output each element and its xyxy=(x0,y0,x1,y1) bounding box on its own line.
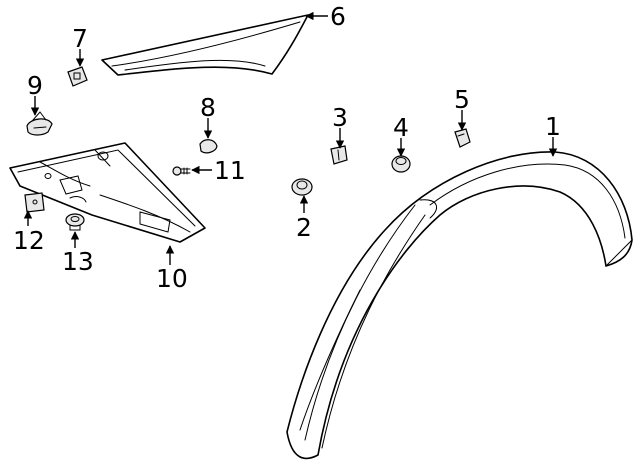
part-clip-3 xyxy=(330,145,348,165)
part-screw-11 xyxy=(172,166,191,176)
part-nut-4 xyxy=(391,155,411,173)
part-push-clip-9 xyxy=(26,111,53,136)
callout-11: 11 xyxy=(214,156,246,185)
part-moulding-strip xyxy=(101,14,309,76)
callout-7: 7 xyxy=(72,24,88,53)
part-wheel-arch-flare xyxy=(286,151,633,460)
callout-5: 5 xyxy=(454,85,470,114)
part-bumper-8 xyxy=(199,139,218,154)
part-nut-12 xyxy=(24,192,45,213)
callout-2: 2 xyxy=(296,213,312,242)
callout-3: 3 xyxy=(332,103,348,132)
part-retainer-5 xyxy=(454,128,471,148)
callout-10: 10 xyxy=(156,264,188,293)
callout-1: 1 xyxy=(545,112,561,141)
part-fastener-13 xyxy=(65,213,85,231)
callout-13: 13 xyxy=(62,247,94,276)
callout-labels: 1 2 3 4 5 6 7 8 9 10 11 12 13 xyxy=(13,2,561,293)
part-clip-7 xyxy=(67,66,88,87)
callout-8: 8 xyxy=(200,93,216,122)
callout-4: 4 xyxy=(393,113,409,142)
part-grommet xyxy=(291,178,313,196)
callout-12: 12 xyxy=(13,226,45,255)
callout-6: 6 xyxy=(330,2,346,31)
leader-lines xyxy=(23,11,558,265)
part-quarter-trim-10 xyxy=(9,142,206,243)
callout-9: 9 xyxy=(27,71,43,100)
